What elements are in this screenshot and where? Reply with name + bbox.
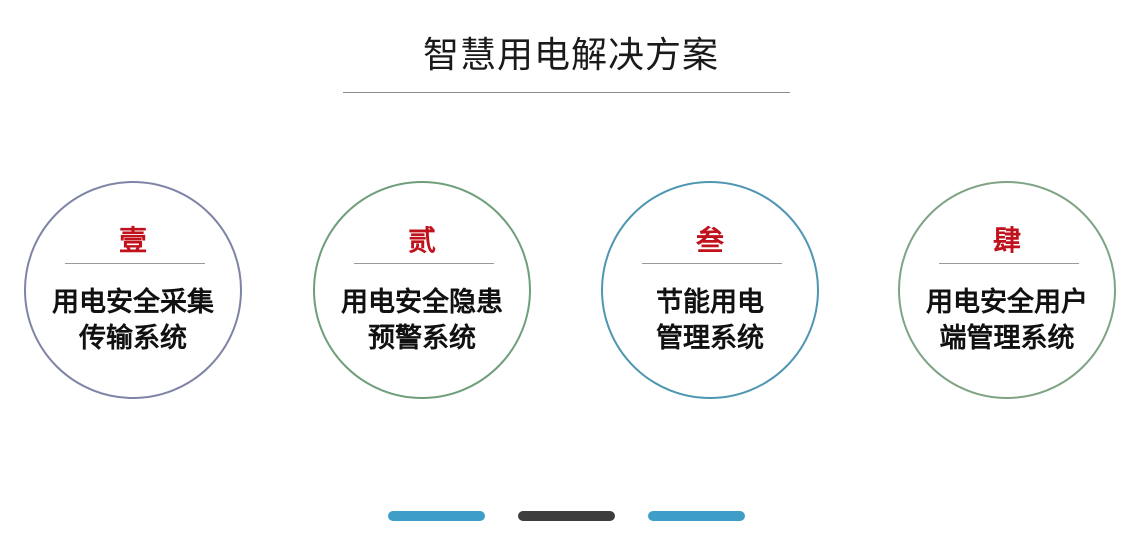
title-underline [343, 92, 790, 93]
solution-divider [642, 263, 782, 264]
solution-label-line2: 传输系统 [79, 323, 187, 354]
solution-divider [65, 263, 205, 264]
solution-card-4[interactable]: 肆 用电安全用户 端管理系统 [898, 181, 1116, 399]
solution-divider [939, 263, 1079, 264]
pagination-dot-1[interactable] [388, 511, 485, 521]
solution-label: 用电安全采集 传输系统 [26, 285, 240, 357]
solution-numeral: 贰 [407, 224, 436, 257]
solution-label: 用电安全用户 端管理系统 [900, 285, 1114, 357]
pagination-dot-2-active[interactable] [518, 511, 615, 521]
solution-label-line1: 用电安全隐患 [341, 287, 503, 318]
solution-label-line1: 用电安全用户 [926, 287, 1088, 318]
solution-label-line1: 用电安全采集 [52, 287, 214, 318]
pagination-dot-3[interactable] [648, 511, 745, 521]
solution-label-line2: 管理系统 [656, 323, 764, 354]
solution-card-2[interactable]: 贰 用电安全隐患 预警系统 [313, 181, 531, 399]
solution-label-line2: 端管理系统 [939, 323, 1075, 354]
solution-label: 用电安全隐患 预警系统 [315, 285, 529, 357]
solution-label-line1: 节能用电 [656, 287, 764, 318]
solution-numeral: 叁 [695, 224, 724, 257]
solution-numeral: 肆 [992, 224, 1021, 257]
solution-numeral: 壹 [118, 224, 147, 257]
page-title: 智慧用电解决方案 [422, 35, 719, 76]
solution-label: 节能用电 管理系统 [603, 285, 817, 357]
solution-divider [354, 263, 494, 264]
solution-card-3[interactable]: 叁 节能用电 管理系统 [601, 181, 819, 399]
solution-label-line2: 预警系统 [368, 323, 476, 354]
solution-card-1[interactable]: 壹 用电安全采集 传输系统 [24, 181, 242, 399]
